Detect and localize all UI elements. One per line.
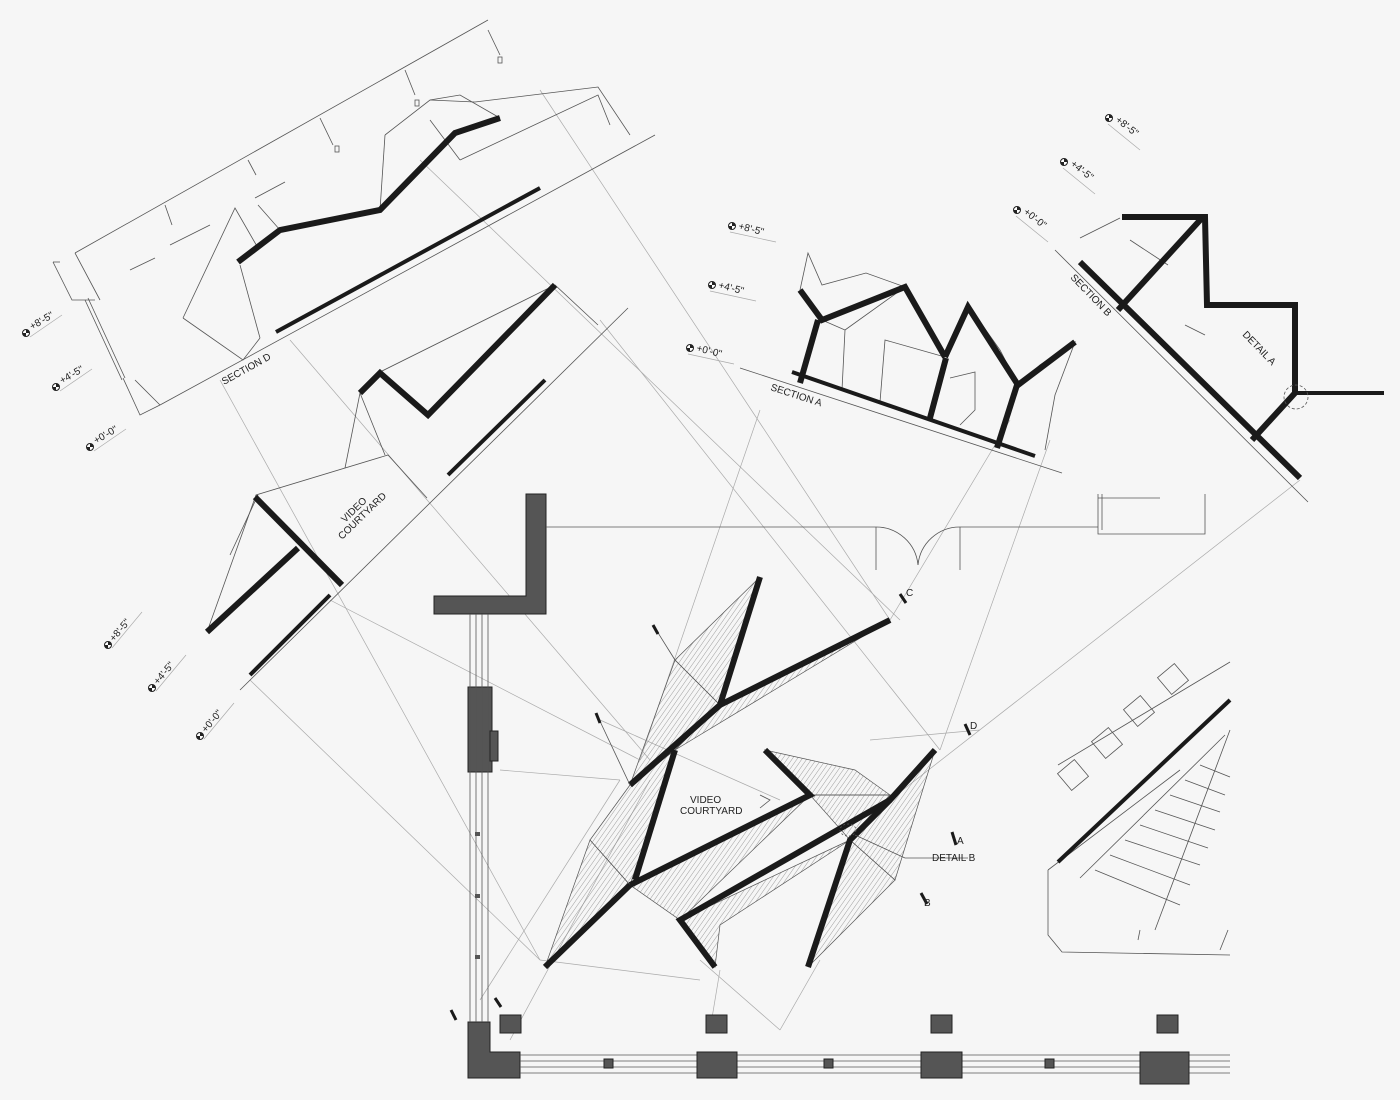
- cut-marker-d: D: [963, 721, 977, 736]
- section-d-drawing: SECTION D: [52, 19, 656, 416]
- plan-courtyard-label-line2: COURTYARD: [680, 806, 742, 817]
- cut-marker-d-label: D: [970, 721, 977, 732]
- elevation-base: +0'-0": [695, 343, 723, 360]
- section-courtyard-elevations: +8'-5" +4'-5" +0'-0": [104, 611, 235, 740]
- section-courtyard-drawing: VIDEO COURTYARD: [204, 282, 629, 691]
- elevation-top: +8'-5": [108, 617, 133, 644]
- cut-marker-a: A: [950, 831, 964, 847]
- elevation-top: +8'-5": [1113, 115, 1140, 140]
- plan-pier-2: [705, 1014, 728, 1034]
- plan-column-bottom-2: [920, 1051, 963, 1079]
- elevation-base: +0'-0": [92, 424, 120, 447]
- elevation-base: +0'-0": [1021, 207, 1048, 232]
- plan-canopy: [542, 576, 968, 970]
- elevation-base: +0'-0": [200, 708, 225, 735]
- floor-plan: VIDEO COURTYARD DETAIL B C D A B: [433, 493, 1232, 1085]
- plan-courtyard-label-line1: VIDEO: [690, 795, 721, 806]
- elevation-mid: +4'-5": [1068, 159, 1095, 184]
- cut-marker-a-label: A: [957, 836, 964, 847]
- plan-corner-wall-top: [433, 493, 547, 615]
- plan-stair: [1047, 661, 1232, 956]
- plan-column-bottom-1: [696, 1051, 738, 1079]
- cut-marker-c: C: [898, 588, 913, 604]
- cut-marker-b: B: [919, 892, 931, 909]
- plan-pier-4: [1156, 1014, 1179, 1034]
- section-a-elevations: +8'-5" +4'-5" +0'-0": [686, 221, 777, 365]
- elevation-mid: +4'-5": [717, 280, 745, 297]
- cut-marker-c-label: C: [906, 588, 913, 599]
- elevation-mid: +4'-5": [58, 364, 86, 387]
- plan-pier-3: [930, 1014, 953, 1034]
- section-b-drawing: SECTION B DETAIL A: [1054, 214, 1384, 503]
- section-a-drawing: SECTION A: [739, 251, 1077, 474]
- section-b-label: SECTION B: [1068, 272, 1114, 319]
- section-d-elevations: +8'-5" +4'-5" +0'-0": [22, 310, 127, 452]
- elevation-top: +8'-5": [28, 310, 56, 333]
- plan-corner-wall-bottom: [467, 1021, 521, 1079]
- plan-column-bottom-3: [1139, 1051, 1190, 1085]
- section-b-elevations: +8'-5" +4'-5" +0'-0": [1013, 114, 1141, 243]
- detail-a-label: DETAIL A: [1240, 329, 1278, 368]
- section-d-label: SECTION D: [220, 352, 273, 388]
- cut-marker-b-label: B: [924, 898, 931, 909]
- elevation-top: +8'-5": [737, 221, 765, 238]
- detail-b-label: DETAIL B: [932, 853, 976, 864]
- plan-pier-1: [499, 1014, 522, 1034]
- elevation-mid: +4'-5": [152, 660, 177, 687]
